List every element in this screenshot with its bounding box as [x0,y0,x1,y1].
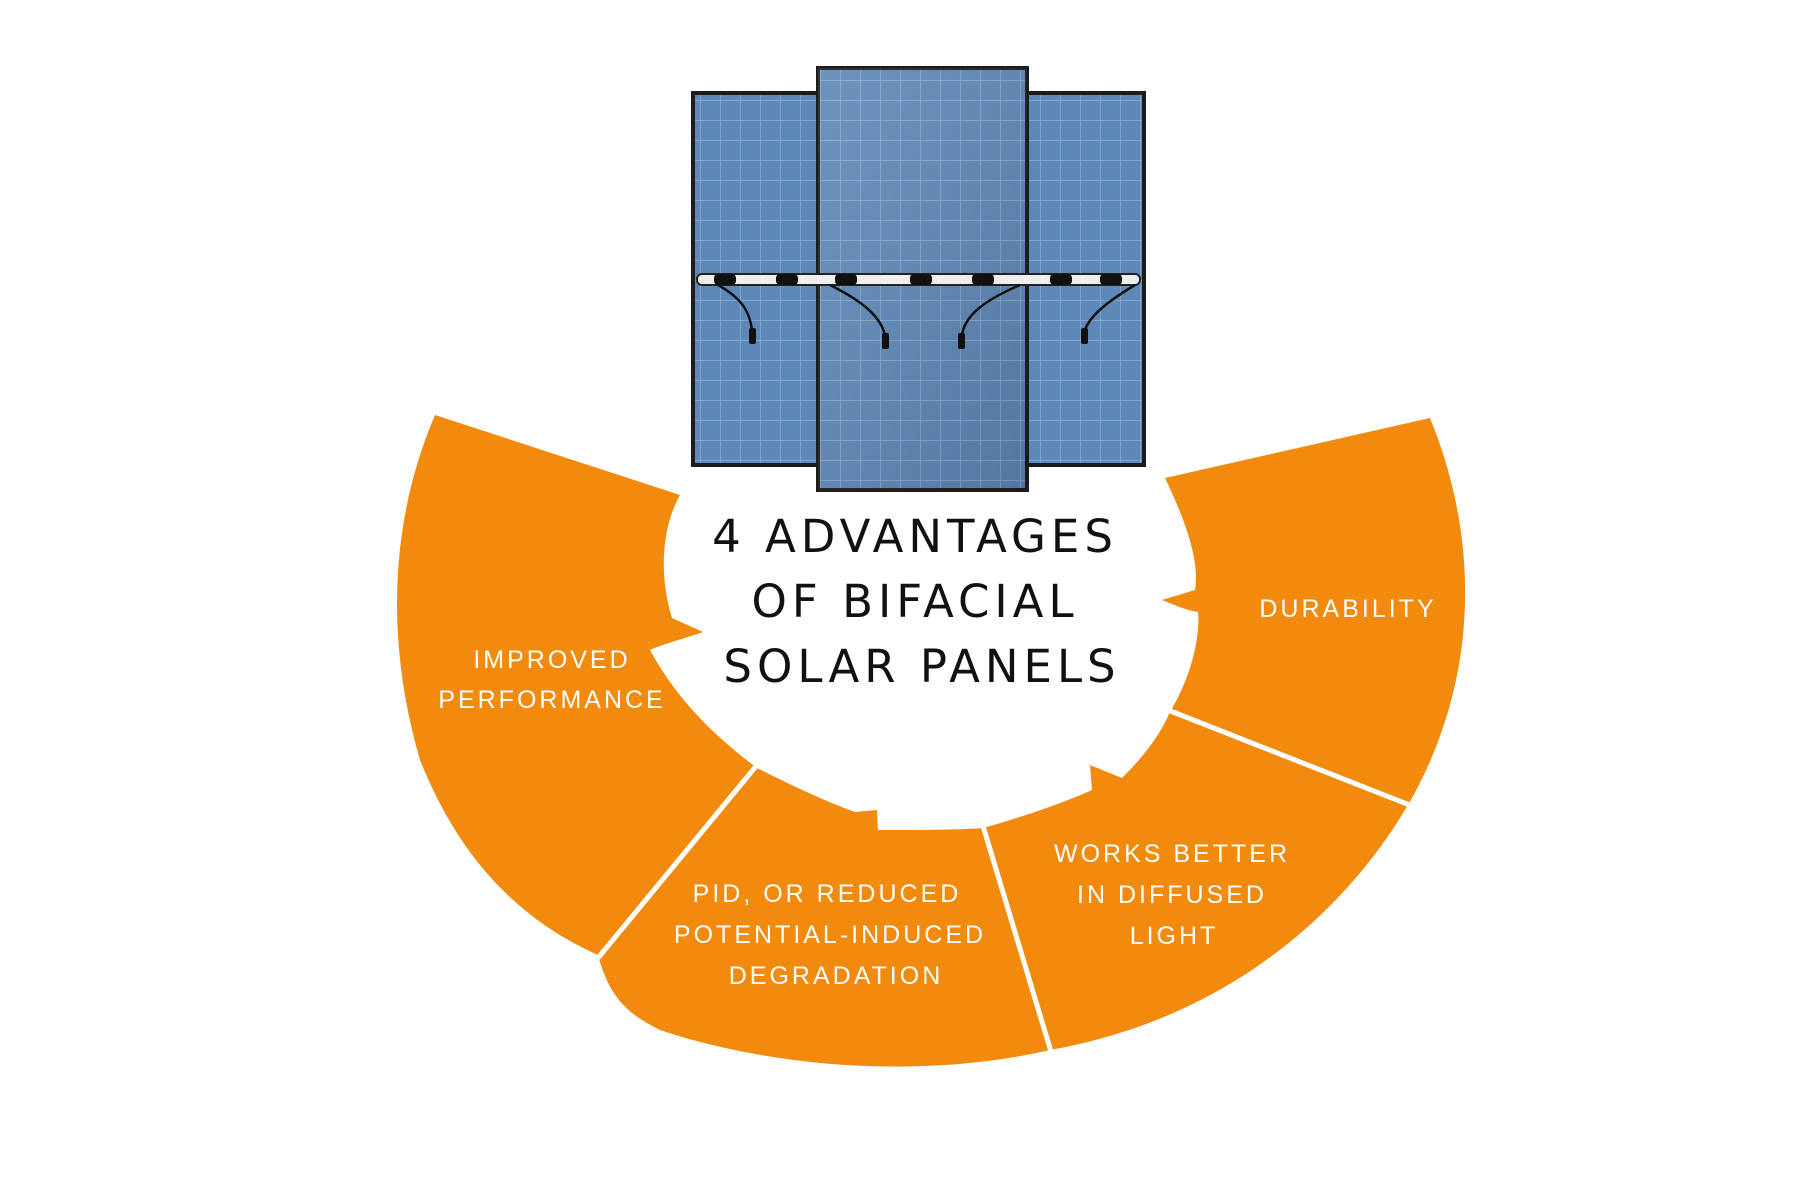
segment-pid [598,768,1050,1067]
solar-panel-icon [691,66,1146,492]
divider-2-3 [980,825,1055,1056]
title-line-3: SOLAR PANELS [723,640,1120,693]
label-diffused-2: IN DIFFUSED [1077,881,1267,909]
segment-labels: IMPROVED PERFORMANCE PID, OR REDUCED POT… [438,595,1436,990]
label-diffused-1: WORKS BETTER [1054,840,1290,868]
title-line-2: OF BIFACIAL [751,575,1078,628]
label-pid-2: POTENTIAL-INDUCED [674,921,986,949]
segment-improved-performance [397,415,757,955]
junction-boxes [714,274,1122,285]
diagram-title: 4 ADVANTAGES OF BIFACIAL SOLAR PANELS [712,510,1120,693]
segment-dividers [596,707,1413,1056]
label-durability: DURABILITY [1259,595,1436,623]
label-improved-performance-1: IMPROVED [473,646,630,674]
label-diffused-3: LIGHT [1130,922,1219,950]
divider-1-2 [596,763,759,960]
label-pid-3: DEGRADATION [729,962,944,990]
connectors [749,328,1088,349]
label-pid-1: PID, OR REDUCED [693,880,962,908]
title-line-1: 4 ADVANTAGES [712,510,1118,563]
segment-durability [1162,418,1466,805]
segment-diffused-light [983,712,1408,1050]
label-improved-performance-2: PERFORMANCE [438,686,665,714]
cables [717,283,1136,336]
advantages-ring [397,415,1466,1067]
divider-3-4 [1167,707,1413,809]
